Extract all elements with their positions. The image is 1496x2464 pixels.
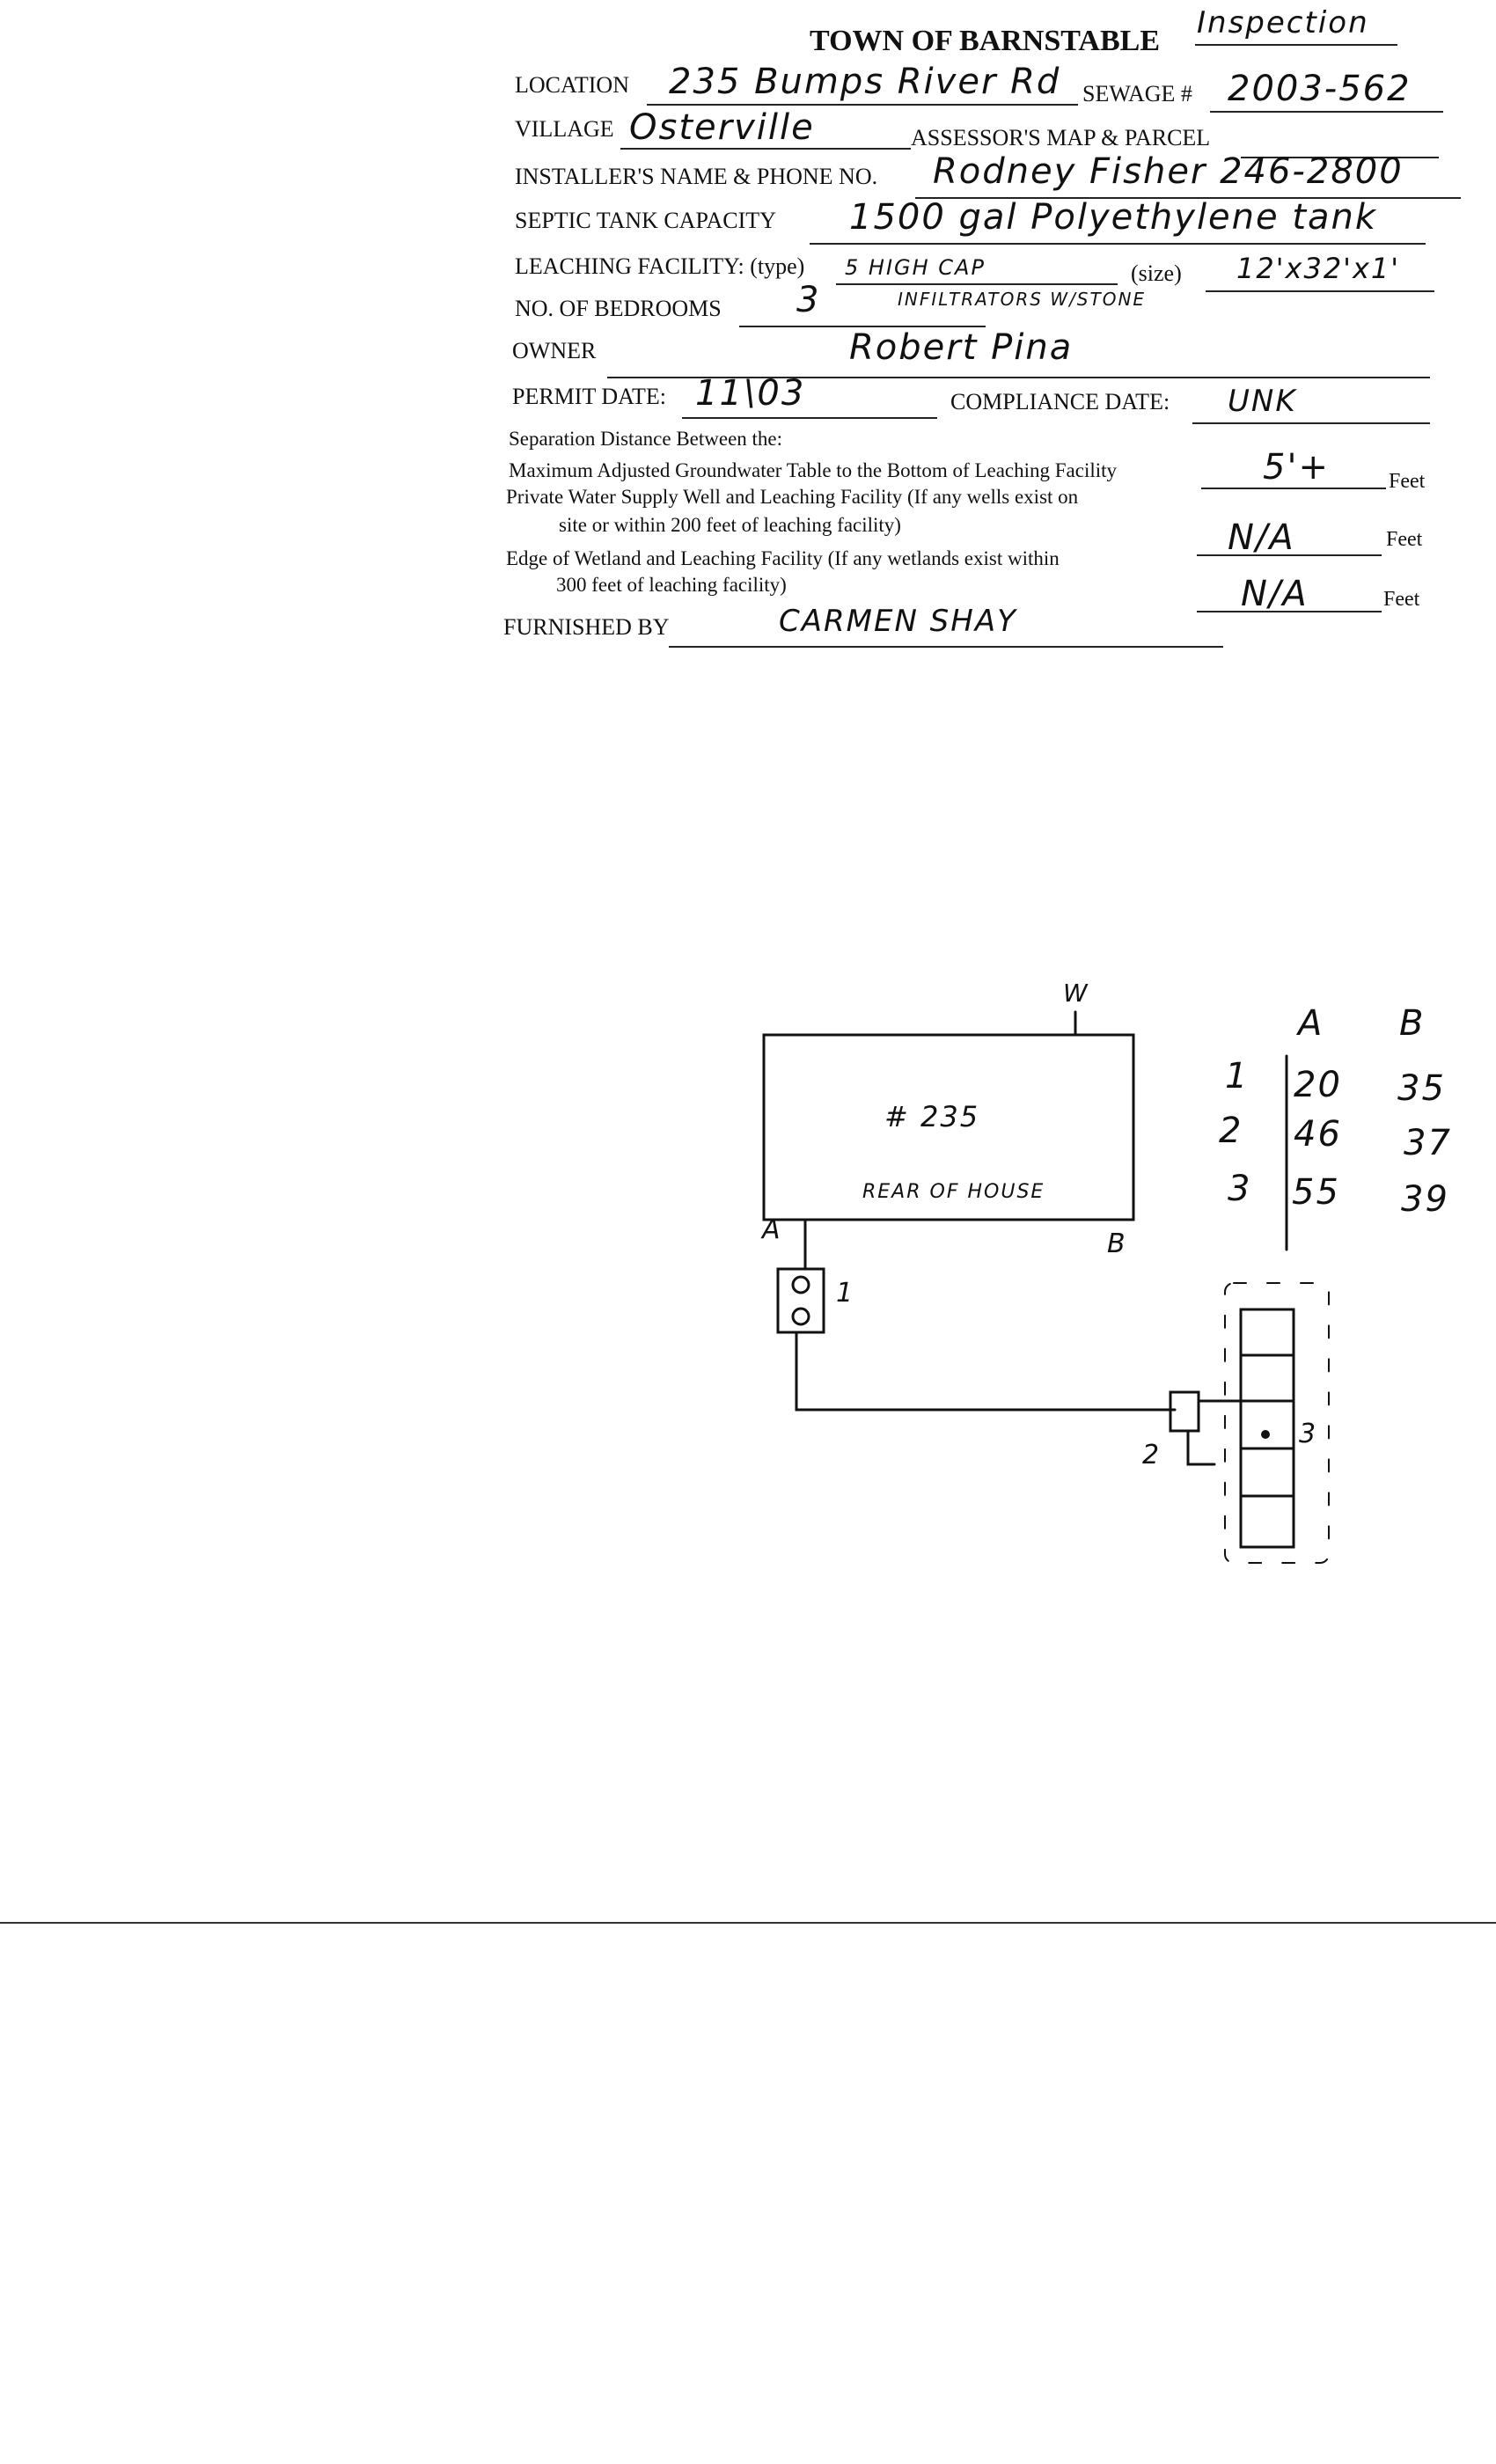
installer-label: INSTALLER'S NAME & PHONE NO. bbox=[515, 164, 878, 189]
location-label: LOCATION bbox=[515, 72, 629, 98]
leaching-field bbox=[1239, 1308, 1295, 1549]
ties-row-1-a: 20 bbox=[1294, 1065, 1342, 1105]
ties-col-a: A bbox=[1298, 1003, 1324, 1044]
installer-value: Rodney Fisher 246-2800 bbox=[933, 151, 1404, 192]
separation-line3-value: N/A bbox=[1241, 574, 1309, 614]
separation-line3-unit: Feet bbox=[1383, 588, 1420, 611]
water-symbol: W bbox=[1063, 979, 1089, 1008]
leaching-label: LEACHING FACILITY: (type) bbox=[515, 253, 805, 279]
tank-value: 1500 gal Polyethylene tank bbox=[849, 197, 1378, 238]
village-label: VILLAGE bbox=[515, 116, 614, 142]
ties-row-3-id: 3 bbox=[1228, 1169, 1252, 1209]
sewage-value: 2003-562 bbox=[1228, 69, 1412, 109]
leaching-note: INFILTRATORS W/STONE bbox=[898, 289, 1147, 310]
ties-row-2-a: 46 bbox=[1294, 1114, 1342, 1155]
separation-line2a: Private Water Supply Well and Leaching F… bbox=[506, 486, 1079, 508]
owner-label: OWNER bbox=[512, 338, 597, 363]
ties-row-2-id: 2 bbox=[1219, 1111, 1243, 1151]
separation-line1-unit: Feet bbox=[1389, 470, 1426, 493]
separation-line2b: site or within 200 feet of leaching faci… bbox=[559, 514, 901, 536]
ties-col-b: B bbox=[1399, 1003, 1426, 1044]
marker-1: 1 bbox=[836, 1278, 855, 1309]
house-number: # 235 bbox=[884, 1100, 980, 1133]
separation-line1-value: 5'+ bbox=[1263, 447, 1330, 488]
stone-boundary bbox=[1224, 1282, 1330, 1564]
bedrooms-value: 3 bbox=[796, 280, 821, 320]
tank-label: SEPTIC TANK CAPACITY bbox=[515, 208, 776, 233]
permit-value: 11\03 bbox=[695, 373, 806, 414]
assessor-label: ASSESSOR'S MAP & PARCEL bbox=[911, 125, 1211, 150]
separation-line3b: 300 feet of leaching facility) bbox=[556, 574, 787, 596]
separation-line2-value: N/A bbox=[1228, 517, 1295, 558]
inspection-stamp: Inspection bbox=[1197, 5, 1369, 40]
house-outline bbox=[762, 1033, 1135, 1221]
separation-line2-unit: Feet bbox=[1386, 528, 1423, 551]
form-title: TOWN OF BARNSTABLE bbox=[810, 25, 1161, 57]
size-value: 12'x32'x1' bbox=[1236, 252, 1401, 285]
distribution-box bbox=[1169, 1390, 1200, 1433]
ties-row-3-b: 39 bbox=[1401, 1179, 1449, 1220]
ties-row-3-a: 55 bbox=[1292, 1172, 1340, 1213]
village-value: Osterville bbox=[629, 107, 815, 148]
location-value: 235 Bumps River Rd bbox=[669, 62, 1061, 102]
leaching-type-value: 5 HIGH CAP bbox=[845, 255, 986, 280]
owner-value: Robert Pina bbox=[849, 327, 1074, 368]
furnished-label: FURNISHED BY bbox=[503, 614, 670, 640]
septic-tank bbox=[776, 1267, 825, 1334]
marker-2: 2 bbox=[1142, 1440, 1162, 1470]
separation-heading: Separation Distance Between the: bbox=[509, 428, 783, 450]
ties-row-1-id: 1 bbox=[1225, 1056, 1250, 1096]
separation-line3a: Edge of Wetland and Leaching Facility (I… bbox=[506, 547, 1060, 569]
separation-line1: Maximum Adjusted Groundwater Table to th… bbox=[509, 459, 1118, 481]
ties-row-1-b: 35 bbox=[1397, 1068, 1446, 1109]
house-caption: REAR OF HOUSE bbox=[862, 1181, 1045, 1203]
ties-row-2-b: 37 bbox=[1404, 1123, 1452, 1163]
corner-b: B bbox=[1107, 1228, 1127, 1259]
marker-3: 3 bbox=[1299, 1419, 1318, 1449]
bedrooms-label: NO. OF BEDROOMS bbox=[515, 296, 722, 321]
compliance-value: UNK bbox=[1228, 384, 1297, 419]
furnished-value: CARMEN SHAY bbox=[779, 604, 1017, 639]
corner-a: A bbox=[762, 1214, 782, 1245]
size-label: (size) bbox=[1131, 260, 1182, 286]
permit-label: PERMIT DATE: bbox=[512, 384, 667, 409]
compliance-label: COMPLIANCE DATE: bbox=[950, 389, 1170, 414]
sewage-label: SEWAGE # bbox=[1082, 81, 1192, 106]
